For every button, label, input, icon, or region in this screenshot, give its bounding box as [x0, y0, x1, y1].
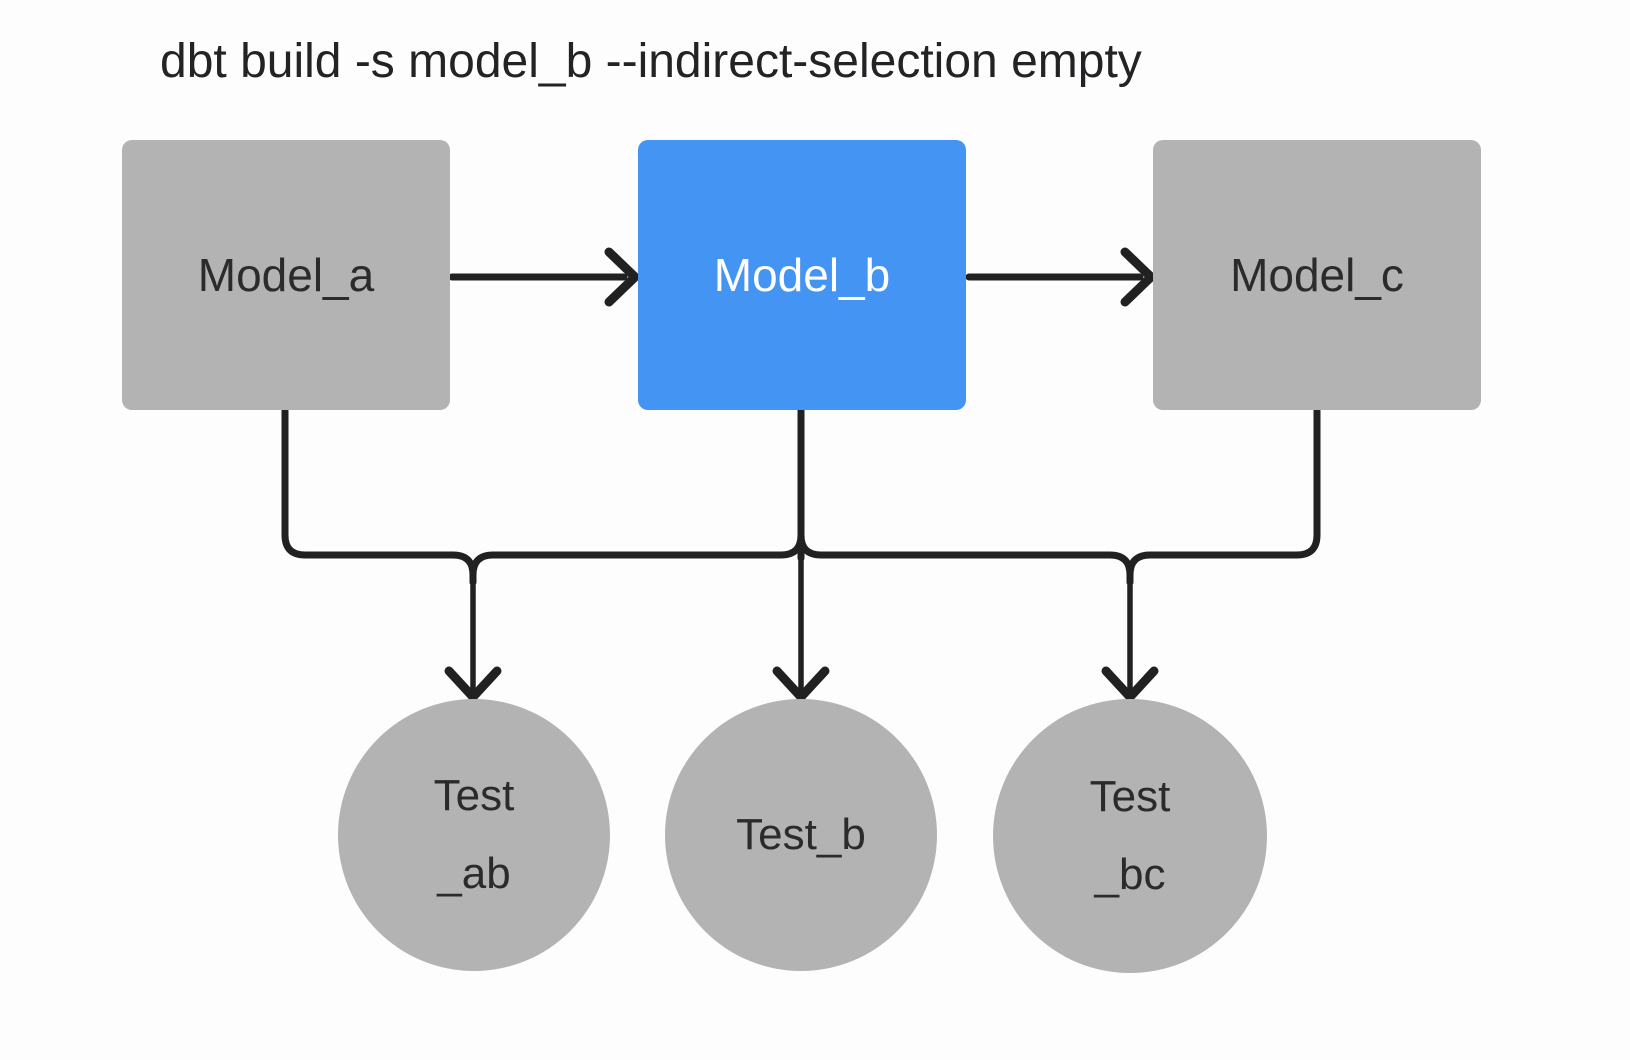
model-b-label: Model_b — [713, 249, 891, 301]
model-a-label: Model_a — [197, 249, 375, 301]
model-a-node: Model_a — [122, 140, 450, 410]
test-bc-label-line1: Test — [1089, 772, 1171, 821]
test-ab-node: Test _ab — [338, 699, 610, 971]
model-c-node: Model_c — [1153, 140, 1481, 410]
test-ab-label-line2: _ab — [437, 849, 511, 898]
model-b-node: Model_b — [638, 140, 966, 410]
edge-model-a-to-model-b-arrowhead — [604, 247, 640, 307]
edge-model-a-to-test-ab-path — [281, 400, 477, 586]
test-bc-label-line2: _bc — [1094, 850, 1166, 899]
test-b-label-line1: Test_b — [736, 810, 866, 859]
test-b-node: Test_b — [665, 699, 937, 971]
arrowhead-test-b — [772, 666, 830, 702]
edge-model-b-to-test-bc-path — [797, 400, 1134, 586]
edge-model-b-to-test-ab-path — [469, 400, 805, 586]
dbt-command-title: dbt build -s model_b --indirect-selectio… — [160, 35, 1142, 88]
test-ab-label-line1: Test — [433, 771, 515, 820]
test-bc-node: Test _bc — [993, 699, 1267, 973]
edge-model-c-to-test-bc-path — [1126, 400, 1321, 586]
arrowhead-test-bc — [1101, 666, 1159, 702]
edge-model-b-to-model-c-arrowhead — [1120, 247, 1156, 307]
arrowhead-test-ab — [444, 666, 502, 702]
model-c-label: Model_c — [1230, 249, 1404, 301]
